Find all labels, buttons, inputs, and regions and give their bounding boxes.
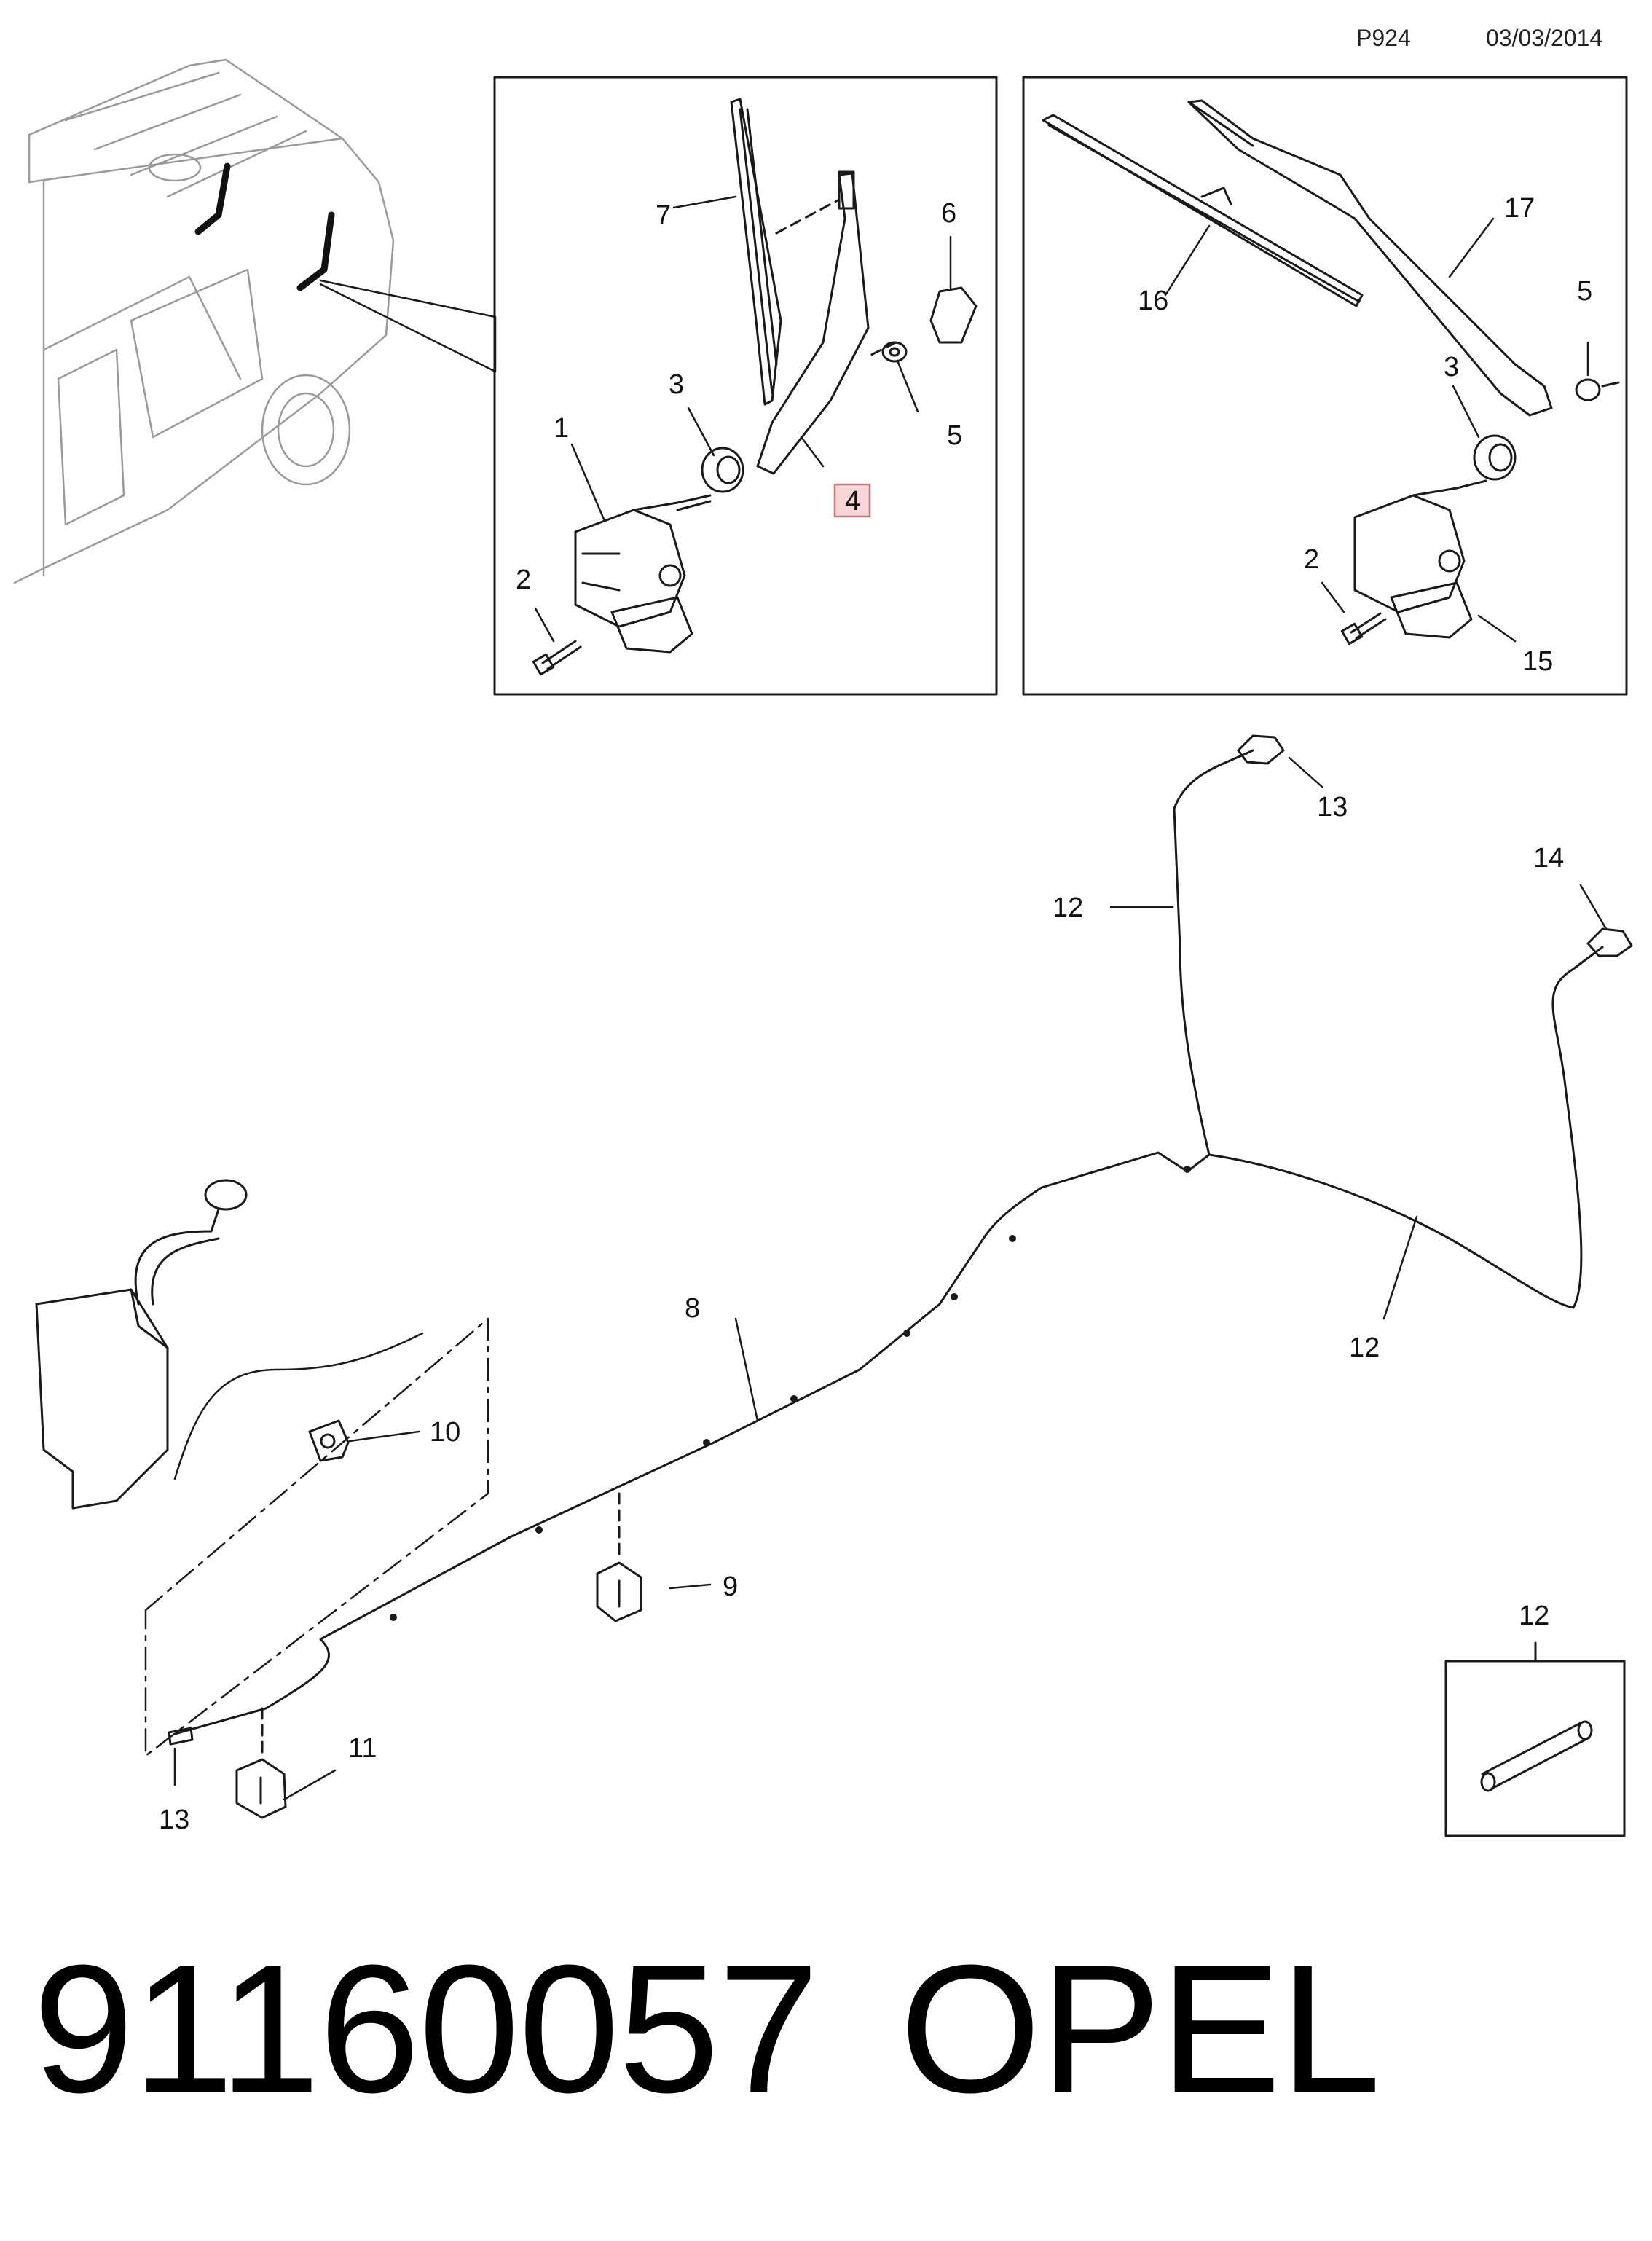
rear-wiper-cap bbox=[929, 286, 978, 344]
rear-wiper-motor bbox=[574, 494, 712, 654]
reservoir-hose bbox=[173, 1332, 424, 1480]
callout-17: 17 bbox=[1504, 193, 1535, 224]
washer-jet-upper bbox=[1237, 734, 1285, 765]
assembly-dash-lines bbox=[775, 199, 897, 358]
callout-12-inset: 12 bbox=[1519, 1601, 1549, 1631]
callout-12-a: 12 bbox=[1053, 892, 1083, 923]
hose-connector bbox=[168, 1727, 194, 1746]
front-wiper-panel bbox=[1022, 76, 1628, 696]
callout-8: 8 bbox=[685, 1293, 700, 1324]
callout-14: 13 bbox=[159, 1805, 189, 1835]
washer-jet-lower bbox=[1586, 927, 1633, 957]
callout-5-front: 5 bbox=[1577, 276, 1592, 307]
callout-9: 9 bbox=[723, 1571, 738, 1602]
front-wiper-blade bbox=[1042, 114, 1364, 307]
rear-wiper-blade bbox=[730, 98, 782, 406]
callout-2-rear: 2 bbox=[516, 565, 531, 595]
washer-hose-main bbox=[173, 1151, 1211, 1735]
callout-12-b: 12 bbox=[1349, 1333, 1380, 1363]
front-seal-grommet bbox=[1473, 434, 1517, 481]
hose-inset-box bbox=[1444, 1660, 1626, 1837]
callout-10: 10 bbox=[430, 1417, 460, 1448]
washer-hose-branch-left bbox=[1173, 749, 1254, 1156]
detail-boundary bbox=[144, 1317, 489, 1757]
callout-16: 16 bbox=[1138, 286, 1168, 316]
callout-13-b: 14 bbox=[1533, 843, 1564, 874]
callout-4: 4 bbox=[845, 486, 860, 517]
rear-washer bbox=[881, 341, 908, 363]
hose-section bbox=[1480, 1720, 1593, 1792]
page-code: P924 bbox=[1356, 25, 1411, 51]
callout-15: 15 bbox=[1522, 646, 1553, 677]
van-illustration bbox=[13, 58, 395, 584]
callout-7: 7 bbox=[656, 200, 671, 231]
rear-motor-bolt bbox=[532, 640, 582, 676]
callout-labels: 7 6 3 5 1 4 2 17 5 16 3 2 15 13 14 12 12… bbox=[159, 193, 1592, 1835]
callout-11: 11 bbox=[348, 1733, 377, 1764]
callout-2-front: 2 bbox=[1304, 544, 1319, 575]
washer-pump bbox=[308, 1419, 350, 1462]
hose-clip-11 bbox=[235, 1758, 287, 1819]
washer-reservoir bbox=[35, 1179, 248, 1510]
callout-3-rear: 3 bbox=[669, 369, 684, 400]
part-number: 91160057 bbox=[33, 1927, 819, 2130]
callout-6: 6 bbox=[941, 198, 956, 229]
callout-5-rear: 5 bbox=[947, 420, 962, 451]
front-wiper-motor bbox=[1353, 479, 1487, 639]
callout-leaders bbox=[173, 195, 1608, 1801]
hose-clip-dots bbox=[390, 1166, 1191, 1621]
callout-1: 1 bbox=[554, 413, 569, 444]
rear-wiper-arm bbox=[756, 170, 870, 475]
washer-hose-branch-right bbox=[1208, 946, 1604, 1309]
front-motor-bolt bbox=[1340, 612, 1387, 645]
wiper-locator-marks bbox=[194, 162, 335, 291]
front-nut bbox=[1575, 378, 1620, 401]
callout-13-a: 13 bbox=[1317, 792, 1348, 823]
highlight-box-item-4 bbox=[833, 483, 871, 518]
callout-3-front: 3 bbox=[1444, 352, 1459, 382]
zoom-leader-lines bbox=[319, 279, 497, 373]
front-wiper-arm bbox=[1187, 99, 1553, 417]
rear-wiper-panel bbox=[493, 76, 998, 696]
page-date: 03/03/2014 bbox=[1486, 25, 1603, 51]
brand-name: OPEL bbox=[900, 1927, 1381, 2130]
rear-seal-grommet bbox=[701, 447, 744, 493]
hose-clip-9 bbox=[596, 1561, 642, 1622]
